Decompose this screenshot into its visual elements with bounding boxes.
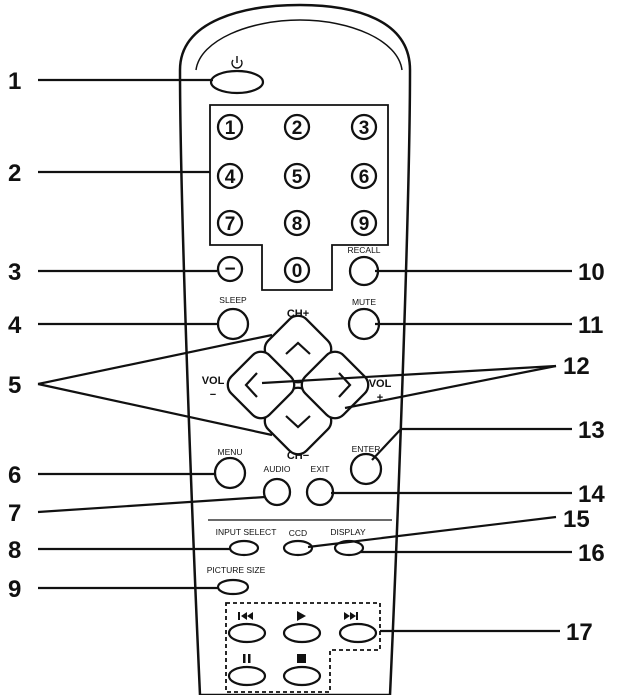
digit-label: 0 xyxy=(292,261,303,282)
audio-button[interactable] xyxy=(262,477,292,507)
sleep-button[interactable] xyxy=(216,307,250,341)
digit-label: 8 xyxy=(292,214,303,235)
skip-previous-button[interactable] xyxy=(227,622,267,644)
callout-3: 3 xyxy=(8,259,21,286)
skip-next-icon xyxy=(344,612,358,620)
callout-6: 6 xyxy=(8,462,21,489)
skip-next-button[interactable] xyxy=(338,622,378,644)
callout-13: 13 xyxy=(578,417,605,444)
leader-line-12b xyxy=(344,364,557,410)
digit-label: 9 xyxy=(359,214,370,235)
remote-body-inner-edge xyxy=(195,19,403,71)
pause-icon xyxy=(243,654,251,663)
callout-7: 7 xyxy=(8,500,21,527)
digit-button-2[interactable]: 2 xyxy=(283,113,311,141)
callout-5: 5 xyxy=(8,372,21,399)
pause-button[interactable] xyxy=(227,665,267,687)
audio-label: AUDIO xyxy=(264,464,291,474)
ccd-label: CCD xyxy=(289,528,307,538)
chevron-up-icon xyxy=(285,341,311,355)
digit-label: 2 xyxy=(292,118,303,139)
digit-button-6[interactable]: 6 xyxy=(350,162,378,190)
digit-button-5[interactable]: 5 xyxy=(283,162,311,190)
mute-label: MUTE xyxy=(352,297,376,307)
sleep-label: SLEEP xyxy=(219,295,247,305)
callout-16: 16 xyxy=(578,540,605,567)
vol-down-button[interactable] xyxy=(223,347,299,423)
dash-label: − xyxy=(224,259,235,280)
digit-label: 5 xyxy=(292,167,303,188)
digit-button-1[interactable]: 1 xyxy=(216,113,244,141)
play-button[interactable] xyxy=(282,622,322,644)
dash-button[interactable]: − xyxy=(216,255,244,283)
skip-previous-icon xyxy=(238,612,253,620)
power-button[interactable] xyxy=(209,69,265,95)
picture-size-button[interactable] xyxy=(216,578,250,596)
number-pad-frame xyxy=(209,104,389,291)
display-label: DISPLAY xyxy=(330,527,366,537)
callout-2: 2 xyxy=(8,160,21,187)
chevron-left-icon xyxy=(244,372,258,398)
input-select-button[interactable] xyxy=(228,539,260,557)
exit-button[interactable] xyxy=(305,477,335,507)
chevron-down-icon xyxy=(285,415,311,429)
leader-line-5a xyxy=(37,333,273,386)
vol-plus-sign: + xyxy=(377,392,383,404)
digit-button-3[interactable]: 3 xyxy=(350,113,378,141)
vol-minus-sign: − xyxy=(210,389,216,401)
leader-line-5b xyxy=(37,382,273,437)
digit-button-9[interactable]: 9 xyxy=(350,209,378,237)
vol-minus-label: VOL xyxy=(202,375,225,387)
transport-group-frame xyxy=(225,602,381,693)
chevron-right-icon xyxy=(338,372,352,398)
recall-label: RECALL xyxy=(347,245,380,255)
callout-11: 11 xyxy=(578,312,603,339)
ccd-button[interactable] xyxy=(282,539,314,557)
callout-15: 15 xyxy=(563,506,590,533)
callout-8: 8 xyxy=(8,537,21,564)
leader-lines xyxy=(37,78,572,633)
menu-label: MENU xyxy=(217,447,242,457)
stop-button[interactable] xyxy=(282,665,322,687)
digit-label: 3 xyxy=(359,118,370,139)
leader-line-7 xyxy=(37,495,266,514)
callout-12: 12 xyxy=(563,353,590,380)
vol-plus-label: VOL xyxy=(369,378,392,390)
leader-line-15 xyxy=(307,515,557,549)
play-icon xyxy=(297,611,306,621)
callout-9: 9 xyxy=(8,576,21,603)
stop-icon xyxy=(297,654,306,663)
digit-label: 7 xyxy=(225,214,236,235)
digit-label: 4 xyxy=(225,167,236,188)
recall-button[interactable] xyxy=(348,255,380,287)
enter-label: ENTER xyxy=(352,444,381,454)
menu-button[interactable] xyxy=(213,456,247,490)
callout-14: 14 xyxy=(578,481,605,508)
picture-size-label: PICTURE SIZE xyxy=(207,565,266,575)
digit-label: 6 xyxy=(359,167,370,188)
enter-button[interactable] xyxy=(349,452,383,486)
digit-button-0[interactable]: 0 xyxy=(283,256,311,284)
leader-line-13a xyxy=(371,428,402,461)
callout-10: 10 xyxy=(578,259,605,286)
digit-button-7[interactable]: 7 xyxy=(216,209,244,237)
digit-button-4[interactable]: 4 xyxy=(216,162,244,190)
callout-17: 17 xyxy=(566,619,593,646)
leader-line-12a xyxy=(261,364,557,385)
digit-label: 1 xyxy=(225,118,236,139)
power-icon xyxy=(231,56,243,69)
vol-up-button[interactable] xyxy=(297,347,373,423)
exit-label: EXIT xyxy=(311,464,330,474)
digit-button-8[interactable]: 8 xyxy=(283,209,311,237)
callout-1: 1 xyxy=(8,68,21,95)
callout-4: 4 xyxy=(8,312,22,339)
mute-button[interactable] xyxy=(347,307,381,341)
input-select-label: INPUT SELECT xyxy=(216,527,277,537)
